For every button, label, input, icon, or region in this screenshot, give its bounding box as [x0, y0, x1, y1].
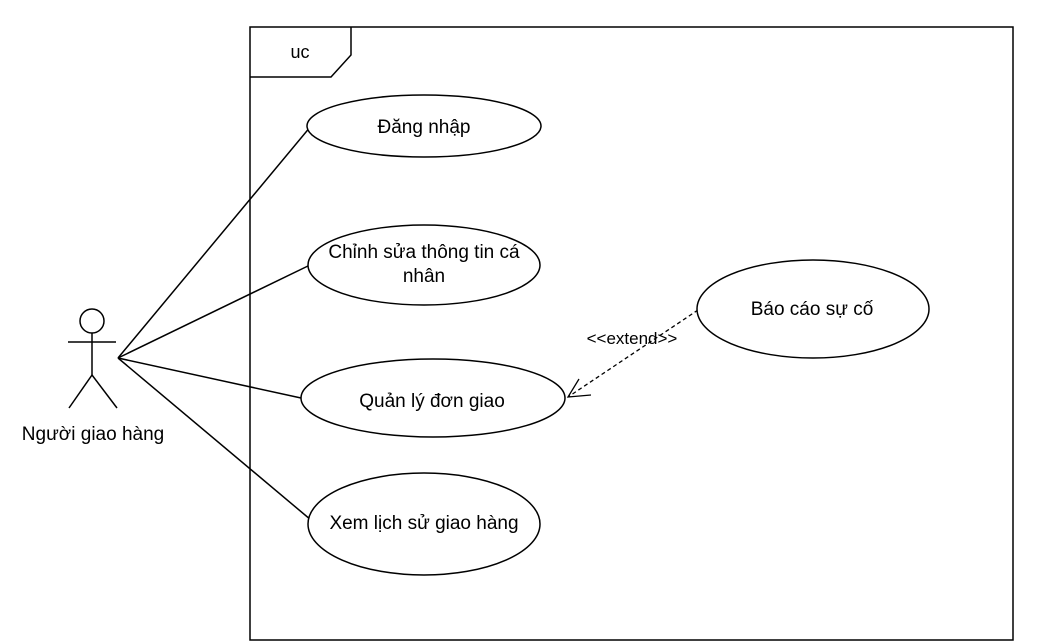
use-case-edit-profile[interactable]: Chỉnh sửa thông tin cá nhân: [307, 224, 541, 306]
use-case-manage-orders[interactable]: Quản lý đơn giao: [300, 358, 566, 438]
use-case-label: Chỉnh sửa thông tin cá: [328, 242, 520, 263]
use-case-label: Quản lý đơn giao: [359, 391, 505, 412]
use-case-delivery-history[interactable]: Xem lịch sử giao hàng: [307, 472, 541, 576]
stick-figure-icon: [68, 308, 118, 409]
frame-label-tab: [250, 27, 352, 78]
association-lines: [117, 125, 312, 521]
use-case-login[interactable]: Đăng nhập: [306, 94, 542, 158]
extend-arrowhead: [566, 378, 592, 398]
extend-line: [567, 309, 699, 398]
use-case-label: nhân: [403, 266, 445, 287]
use-case-report-incident[interactable]: Báo cáo sự cố: [696, 259, 930, 359]
actor-name: Người giao hàng: [22, 424, 164, 445]
use-case-label: Đăng nhập: [378, 117, 471, 138]
association-delivery-history: [117, 357, 312, 521]
system-boundary: [249, 26, 1014, 641]
association-manage-orders: [117, 357, 302, 399]
use-case-label: Xem lịch sử giao hàng: [329, 513, 518, 534]
association-login: [117, 125, 312, 359]
association-edit-profile: [117, 264, 311, 359]
extend-label: <<extend>>: [587, 329, 678, 348]
use-case-label: Báo cáo sự cố: [751, 299, 874, 320]
frame-label: uc: [290, 42, 309, 62]
